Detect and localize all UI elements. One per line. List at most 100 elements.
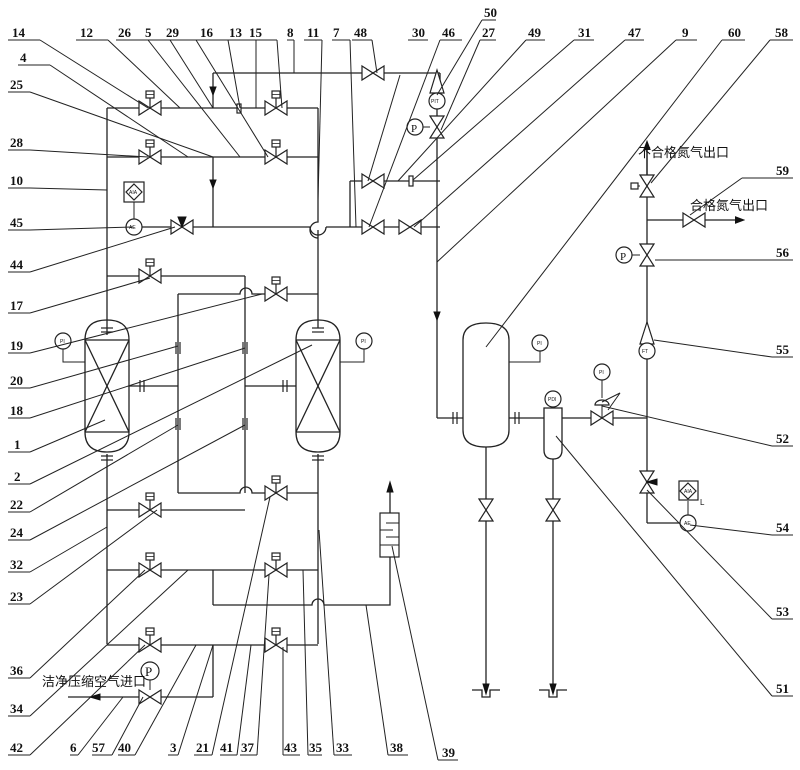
- valve-28[interactable]: [138, 139, 162, 165]
- svg-text:P: P: [411, 123, 417, 135]
- callout-30: 30: [412, 25, 425, 40]
- callout-3: 3: [170, 740, 177, 755]
- svg-text:PI: PI: [60, 339, 65, 345]
- callout-31: 31: [578, 25, 591, 40]
- svg-text:P: P: [145, 664, 152, 679]
- callout-33: 33: [336, 740, 350, 755]
- callout-36: 36: [10, 663, 24, 678]
- callout-29: 29: [166, 25, 180, 40]
- callout-27: 27: [482, 25, 496, 40]
- callout-16: 16: [200, 25, 214, 40]
- svg-text:AE: AE: [129, 225, 136, 231]
- drain-valve-filter[interactable]: [545, 498, 561, 522]
- valve-52[interactable]: PI: [590, 363, 621, 427]
- valve-42[interactable]: [138, 627, 162, 653]
- pressure-transmitter-pit-50: [428, 92, 446, 110]
- valve-59[interactable]: [682, 212, 706, 228]
- flow-transmitter-55: [638, 342, 656, 360]
- callout-5: 5: [145, 25, 152, 40]
- callout-15: 15: [249, 25, 263, 40]
- callout-23: 23: [10, 589, 24, 604]
- callout-2: 2: [14, 469, 21, 484]
- adsorber-tower-1: [84, 319, 130, 461]
- valve-57[interactable]: [138, 689, 162, 705]
- callout-6: 6: [70, 740, 77, 755]
- callout-28: 28: [10, 135, 24, 150]
- valve-17[interactable]: [138, 258, 162, 284]
- valve-21[interactable]: [264, 475, 288, 501]
- valve-15[interactable]: [264, 90, 288, 116]
- svg-text:AIA: AIA: [129, 190, 138, 196]
- callout-18: 18: [10, 403, 24, 418]
- callout-58: 58: [775, 25, 789, 40]
- callout-7: 7: [333, 25, 340, 40]
- callout-12: 12: [80, 25, 93, 40]
- callout-9: 9: [682, 25, 689, 40]
- callout-37: 37: [241, 740, 255, 755]
- valve-53[interactable]: [638, 470, 658, 494]
- callout-50: 50: [484, 5, 497, 20]
- callout-17: 17: [10, 298, 24, 313]
- callout-26: 26: [118, 25, 132, 40]
- svg-text:PI: PI: [537, 341, 542, 347]
- valve-60[interactable]: [639, 174, 655, 198]
- svg-text:AIA: AIA: [684, 489, 693, 495]
- callout-34: 34: [10, 701, 24, 716]
- qualified-outlet-label: 合格氮气出口: [690, 198, 768, 214]
- callout-39: 39: [442, 745, 456, 760]
- valve-7[interactable]: [361, 219, 385, 235]
- buffer-tank-9: [462, 322, 510, 448]
- callout-42: 42: [10, 740, 23, 755]
- callout-49: 49: [528, 25, 542, 40]
- callout-43: 43: [284, 740, 298, 755]
- callout-51: 51: [776, 681, 789, 696]
- svg-text:PI: PI: [361, 339, 366, 345]
- valve-48[interactable]: [361, 65, 385, 81]
- valve-26[interactable]: [264, 139, 288, 165]
- callout-8: 8: [287, 25, 294, 40]
- callout-25: 25: [10, 77, 24, 92]
- callout-41: 41: [220, 740, 233, 755]
- valve-36[interactable]: [138, 552, 162, 578]
- valve-23[interactable]: [138, 492, 162, 518]
- flow-indicator-49: [408, 175, 414, 187]
- callout-35: 35: [309, 740, 323, 755]
- valve-14[interactable]: [138, 90, 162, 116]
- valve-19[interactable]: [264, 276, 288, 302]
- pipe-exhaust-38: [213, 555, 391, 606]
- callout-20: 20: [10, 373, 23, 388]
- drain-valve-tank[interactable]: [478, 498, 494, 522]
- valve-37[interactable]: [264, 552, 288, 578]
- callout-14: 14: [12, 25, 26, 40]
- valve-56[interactable]: [639, 243, 655, 267]
- callout-38: 38: [390, 740, 404, 755]
- callout-46: 46: [442, 25, 456, 40]
- callout-52: 52: [776, 431, 789, 446]
- adsorber-tower-2: [295, 319, 341, 461]
- filter-51: PDI: [543, 390, 563, 460]
- valve-44[interactable]: [170, 216, 194, 236]
- leader-lines: [8, 19, 793, 761]
- inlet-label: 洁净压缩空气进口: [42, 674, 146, 690]
- callout-54: 54: [776, 520, 790, 535]
- callout-53: 53: [776, 604, 790, 619]
- svg-text:PI: PI: [599, 370, 604, 376]
- callout-57: 57: [92, 740, 106, 755]
- callout-11: 11: [307, 25, 319, 40]
- callout-59: 59: [776, 163, 790, 178]
- callout-48: 48: [354, 25, 368, 40]
- svg-text:PIT: PIT: [431, 99, 439, 105]
- callout-4: 4: [20, 50, 27, 65]
- callout-45: 45: [10, 215, 24, 230]
- callout-32: 32: [10, 557, 23, 572]
- valve-43[interactable]: [264, 627, 288, 653]
- svg-text:PDI: PDI: [548, 397, 556, 403]
- svg-text:AE: AE: [684, 521, 691, 527]
- valve-30[interactable]: [361, 173, 385, 189]
- svg-text:FT: FT: [642, 349, 648, 355]
- valve-31[interactable]: [398, 219, 422, 235]
- callout-40: 40: [118, 740, 131, 755]
- svg-text:L: L: [700, 498, 705, 507]
- callout-19: 19: [10, 338, 24, 353]
